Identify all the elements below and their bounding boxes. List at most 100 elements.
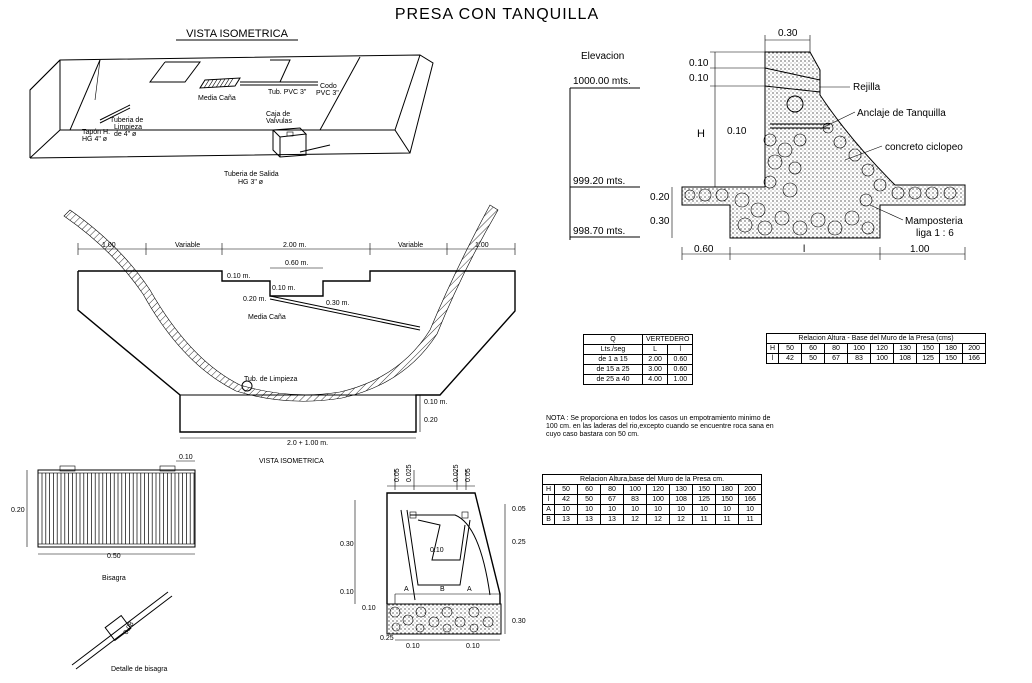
callout-concreto: concreto ciclopeo (885, 142, 963, 153)
cell: 10 (646, 504, 671, 515)
grate-detail-caption: Detalle de bisagra (111, 666, 168, 673)
cell: 180 (715, 484, 740, 495)
cell: 50 (577, 494, 602, 505)
tq-dim-010-left: 0.10 (340, 589, 354, 596)
sec-dim-030: 0.30 m. (326, 300, 349, 307)
tq-dim-top-2: 0.025 (406, 464, 413, 482)
cell: 11 (715, 514, 740, 525)
tanquilla-detail: 0.05 0.025 0.025 0.05 0.30 0.10 0.10 0.1… (340, 464, 526, 650)
elev-dim-bottom-mid: l (803, 244, 805, 255)
elev-dim-H: H (697, 128, 705, 140)
cell: 10 (692, 504, 717, 515)
cell: 0.60 (667, 364, 694, 375)
cell: 10 (600, 504, 625, 515)
cell: 13 (554, 514, 579, 525)
grate-caption: Bisagra (102, 575, 126, 582)
tq-dim-top-4: 0.05 (465, 468, 472, 482)
cell: 150 (715, 494, 740, 505)
cell: 100 (646, 494, 671, 505)
cell: 10 (738, 504, 763, 515)
cell: 120 (870, 343, 895, 354)
cell: 13 (577, 514, 602, 525)
cell: 180 (939, 343, 964, 354)
sheet-title: PRESA CON TANQUILLA (395, 6, 599, 23)
sec-tub-limpieza: Tub. de Limpieza (244, 376, 298, 383)
cell: 11 (738, 514, 763, 525)
isometric-heading: VISTA ISOMETRICA (186, 28, 289, 40)
elev-dim-010-c: 0.10 (727, 126, 747, 137)
tq-B: B (440, 586, 445, 593)
sec-dim-100-left: 1.00 (102, 242, 116, 249)
cell: de 15 a 25 (583, 364, 643, 375)
sec-dim-010-b: 0.10 m. (272, 285, 295, 292)
cell: 50 (554, 484, 579, 495)
tq-dim-030-r: 0.30 (512, 618, 526, 625)
iso-tub-pvc: Tub. PVC 3" (268, 89, 307, 96)
cell: 83 (847, 353, 872, 364)
tq-dim-010-b2: 0.10 (466, 643, 480, 650)
cell: 4.00 (641, 374, 669, 385)
isometric-grate (199, 77, 241, 89)
sec-variable-right: Variable (398, 242, 423, 249)
cell: 108 (669, 494, 694, 505)
cell: 60 (801, 343, 826, 354)
cell: 67 (824, 353, 849, 364)
cell: 125 (916, 353, 941, 364)
cell: 2.00 (641, 354, 669, 365)
sec-dim-020: 0.20 m. (243, 296, 266, 303)
tq-dim-025-b: 0.25 (380, 635, 394, 642)
cell: 100 (870, 353, 895, 364)
cell: 12 (669, 514, 694, 525)
row-label: H (541, 484, 556, 495)
cell: de 25 a 40 (583, 374, 643, 385)
elev-dim-bottom-left: 0.60 (694, 244, 714, 255)
cell: 67 (600, 494, 625, 505)
elev-dim-020: 0.20 (650, 192, 670, 203)
cell: 10 (669, 504, 694, 515)
row-label: H (765, 343, 780, 354)
cell: 125 (692, 494, 717, 505)
row-label: A (541, 504, 556, 515)
cell: 166 (962, 353, 987, 364)
cell: 80 (600, 484, 625, 495)
sec-caption: VISTA ISOMETRICA (259, 458, 324, 465)
grate-dim-050: 0.50 (107, 553, 121, 560)
sec-dim-010-a: 0.10 m. (227, 273, 250, 280)
grate-dim-010: 0.10 (179, 454, 193, 461)
tq-dim-005-r: 0.05 (512, 506, 526, 513)
row-label: B (541, 514, 556, 525)
valve-box (271, 127, 308, 158)
cell: 108 (893, 353, 918, 364)
elev-level-999-20: 999.20 mts. (573, 176, 625, 187)
elev-dim-010-b: 0.10 (689, 73, 709, 84)
tq-sub-L: L (641, 344, 669, 355)
elev-dim-top: 0.30 (778, 28, 798, 39)
cell: 11 (692, 514, 717, 525)
table-base-caption: Relacion Altura - Base del Muro de la Pr… (765, 333, 987, 344)
callout-anclaje: Anclaje de Tanquilla (857, 108, 946, 119)
cell: 10 (577, 504, 602, 515)
sec-media-cana: Media Caña (248, 314, 286, 321)
cell: 1.00 (667, 374, 694, 385)
grate-detail-dim: 0.08 (123, 621, 136, 636)
cell: 150 (916, 343, 941, 354)
tq-sub-lts: Lts./seg (583, 344, 643, 355)
tq-dim-010-center: 0.10 (430, 547, 444, 554)
elev-level-1000: 1000.00 mts. (573, 76, 631, 87)
elev-level-998-70: 998.70 mts. (573, 226, 625, 237)
cell: 130 (893, 343, 918, 354)
iso-media-cana: Media Caña (198, 95, 236, 102)
sec-dim-060: 0.60 m. (285, 260, 308, 267)
cell: 10 (554, 504, 579, 515)
grate-detail: 0.10 0.20 0.50 Bisagra 0.08 Detalle de b… (11, 454, 196, 673)
elev-dim-030: 0.30 (650, 216, 670, 227)
